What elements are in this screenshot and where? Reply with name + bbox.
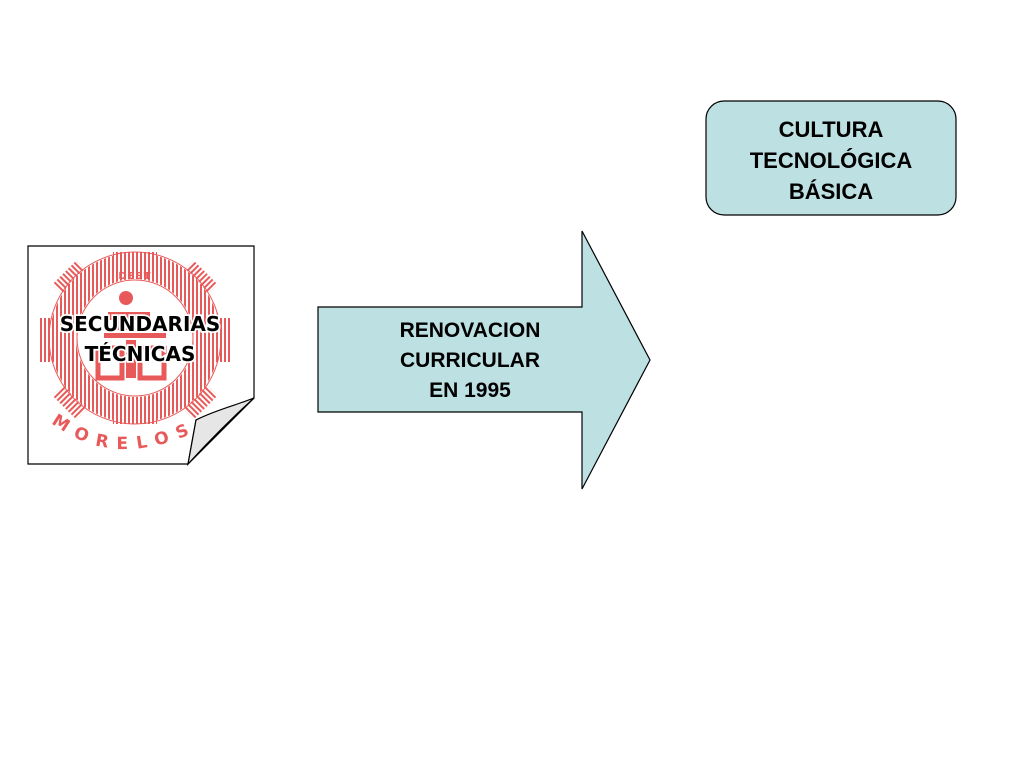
- page-curl-icon: [187, 397, 255, 466]
- logo-dest-label: DEST: [118, 271, 151, 282]
- logo-card: DEST SECUNDARIAS TÉCNICAS MORELOS: [27, 245, 255, 466]
- arrow-text-line-1: RENOVACION: [400, 319, 541, 342]
- cultura-box: CULTURA TECNOLÓGICA BÁSICA: [705, 100, 957, 216]
- logo-title-line-2: TÉCNICAS: [85, 342, 196, 366]
- cultura-box-line-1: CULTURA: [779, 117, 884, 142]
- cultura-box-shape: [705, 100, 957, 216]
- arrow-text-line-3: EN 1995: [429, 379, 511, 402]
- arrow-shape: [317, 230, 651, 490]
- cultura-box-line-2: TECNOLÓGICA: [750, 148, 913, 173]
- logo-title-line-1: SECUNDARIAS: [60, 312, 221, 336]
- gear-emblem-icon: [40, 251, 230, 425]
- renovacion-arrow: RENOVACION CURRICULAR EN 1995: [317, 230, 651, 490]
- arrow-text-line-2: CURRICULAR: [400, 349, 540, 372]
- cultura-box-line-3: BÁSICA: [789, 179, 873, 204]
